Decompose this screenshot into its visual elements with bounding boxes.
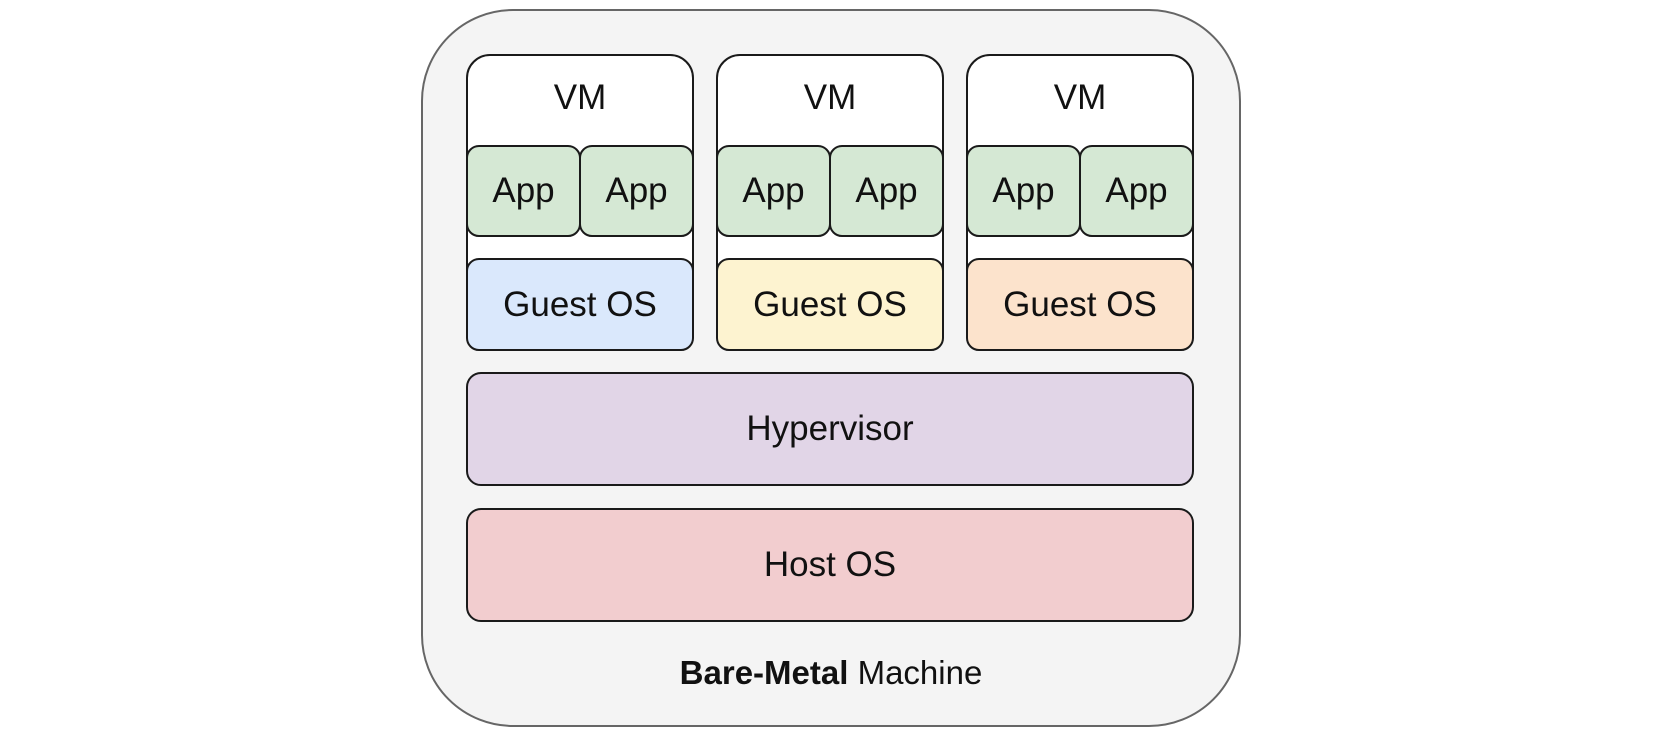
vm-1-guest-os: Guest OS xyxy=(466,258,694,351)
machine-label-rest: Machine xyxy=(857,654,983,691)
vm-1-app-2: App xyxy=(579,145,694,237)
vm-1-title: VM xyxy=(553,78,607,117)
vm-3-guest-os: Guest OS xyxy=(966,258,1194,351)
vm-2-app-2: App xyxy=(829,145,944,237)
machine-label-bold: Bare-Metal xyxy=(679,654,849,691)
vm-2-app-1: App xyxy=(716,145,831,237)
machine-label: Bare-Metal Machine xyxy=(421,653,1241,693)
vm-1-app-1: App xyxy=(466,145,581,237)
vm-3-app-2: App xyxy=(1079,145,1194,237)
vm-2-title: VM xyxy=(803,78,857,117)
vm-3-app-1: App xyxy=(966,145,1081,237)
host-os-layer: Host OS xyxy=(466,508,1194,622)
vm-3-title: VM xyxy=(1053,78,1107,117)
vm-2-guest-os: Guest OS xyxy=(716,258,944,351)
hypervisor-layer: Hypervisor xyxy=(466,372,1194,486)
